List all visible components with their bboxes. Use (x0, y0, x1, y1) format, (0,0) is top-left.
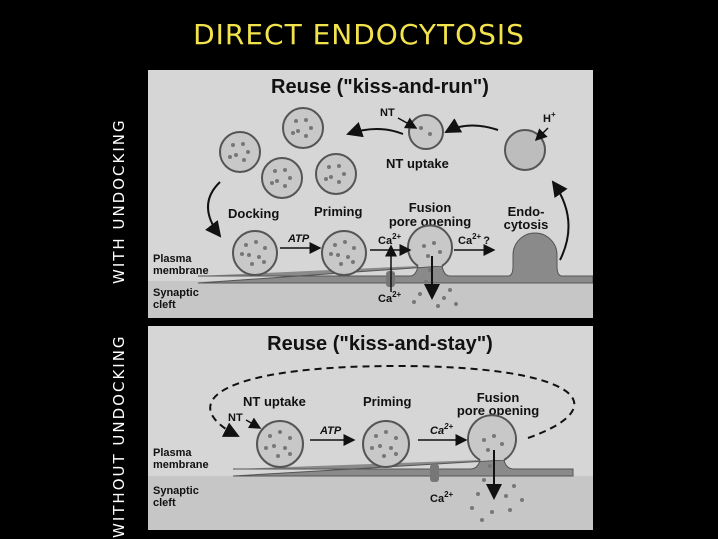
label-synaptic: Synaptic (153, 287, 199, 299)
slide-title: DIRECT ENDOCYTOSIS (193, 18, 525, 51)
cycle-arrow-right (551, 180, 570, 261)
heading-kiss-and-run: Reuse ("kiss-and-run") (271, 76, 489, 98)
vesicle-cycle-c (261, 157, 303, 199)
cycle-arrow-top (346, 121, 404, 138)
label-priming: Priming (363, 394, 411, 409)
label-cleft: cleft (153, 497, 176, 509)
vesicle-primed (362, 420, 410, 468)
arrow-nt (397, 117, 418, 129)
arrow-h-plus (534, 127, 549, 142)
label-pore-opening: pore opening (457, 403, 539, 418)
label-membrane: membrane (153, 459, 209, 471)
label-ca-left: Ca2+ (378, 232, 402, 247)
label-cytosis: cytosis (504, 217, 549, 232)
label-fusion: Fusion (409, 200, 452, 215)
vesicle-cycle-a (219, 131, 261, 173)
label-ca-top: Ca2+ (430, 422, 454, 437)
synaptic-cleft-area (148, 476, 593, 530)
arrow-nt (245, 417, 262, 429)
kiss-and-run-diagram: Reuse ("kiss-and-run") (148, 76, 594, 318)
cycle-arrow-top-right (444, 118, 499, 133)
label-ca-bottom: Ca2+ (430, 490, 454, 505)
label-synaptic: Synaptic (153, 485, 199, 497)
label-nt: NT (228, 412, 243, 424)
dashed-cycle-arrow (209, 364, 576, 439)
label-pore-opening: pore opening (389, 214, 471, 229)
label-docking: Docking (228, 206, 279, 221)
vesicle-primed (321, 230, 367, 276)
vesicle-cycle-b (282, 107, 324, 149)
cycle-arrow-left (205, 181, 222, 238)
vesicle-fusing (467, 414, 524, 522)
plasma-membrane (232, 459, 574, 477)
kiss-and-stay-diagram: Reuse ("kiss-and-stay") NT uptake NT Pri… (148, 333, 593, 530)
vesicle-uptake (256, 420, 304, 468)
label-ca-bottom: Ca2+ (378, 290, 402, 305)
label-nt-uptake: NT uptake (243, 394, 306, 409)
label-atp: ATP (319, 425, 342, 437)
label-cleft: cleft (153, 299, 176, 311)
panel-kiss-and-stay: Reuse ("kiss-and-stay") NT uptake NT Pri… (148, 326, 593, 530)
label-nt-uptake: NT uptake (386, 156, 449, 171)
label-fusion: Fusion (477, 390, 520, 405)
vesicle-docked (232, 230, 278, 276)
label-membrane: membrane (153, 265, 209, 277)
label-plasma: Plasma (153, 253, 192, 265)
side-label-without-undocking: WITHOUT UNDOCKING (110, 334, 128, 538)
plasma-membrane (197, 232, 594, 284)
label-h-plus: H+ (543, 110, 556, 125)
heading-kiss-and-stay: Reuse ("kiss-and-stay") (267, 333, 493, 355)
label-atp: ATP (287, 233, 310, 245)
label-nt: NT (380, 107, 395, 119)
label-plasma: Plasma (153, 447, 192, 459)
label-endo: Endo- (508, 204, 545, 219)
side-label-with-undocking: WITH UNDOCKING (110, 118, 128, 284)
label-ca-right: Ca2+? (458, 232, 490, 247)
label-priming: Priming (314, 204, 362, 219)
synaptic-cleft-area (148, 281, 593, 318)
vesicle-nt-uptake (408, 114, 444, 150)
panel-kiss-and-run: Reuse ("kiss-and-run") (148, 70, 594, 318)
vesicle-cycle-d (315, 153, 357, 195)
ca-channel (430, 464, 439, 482)
